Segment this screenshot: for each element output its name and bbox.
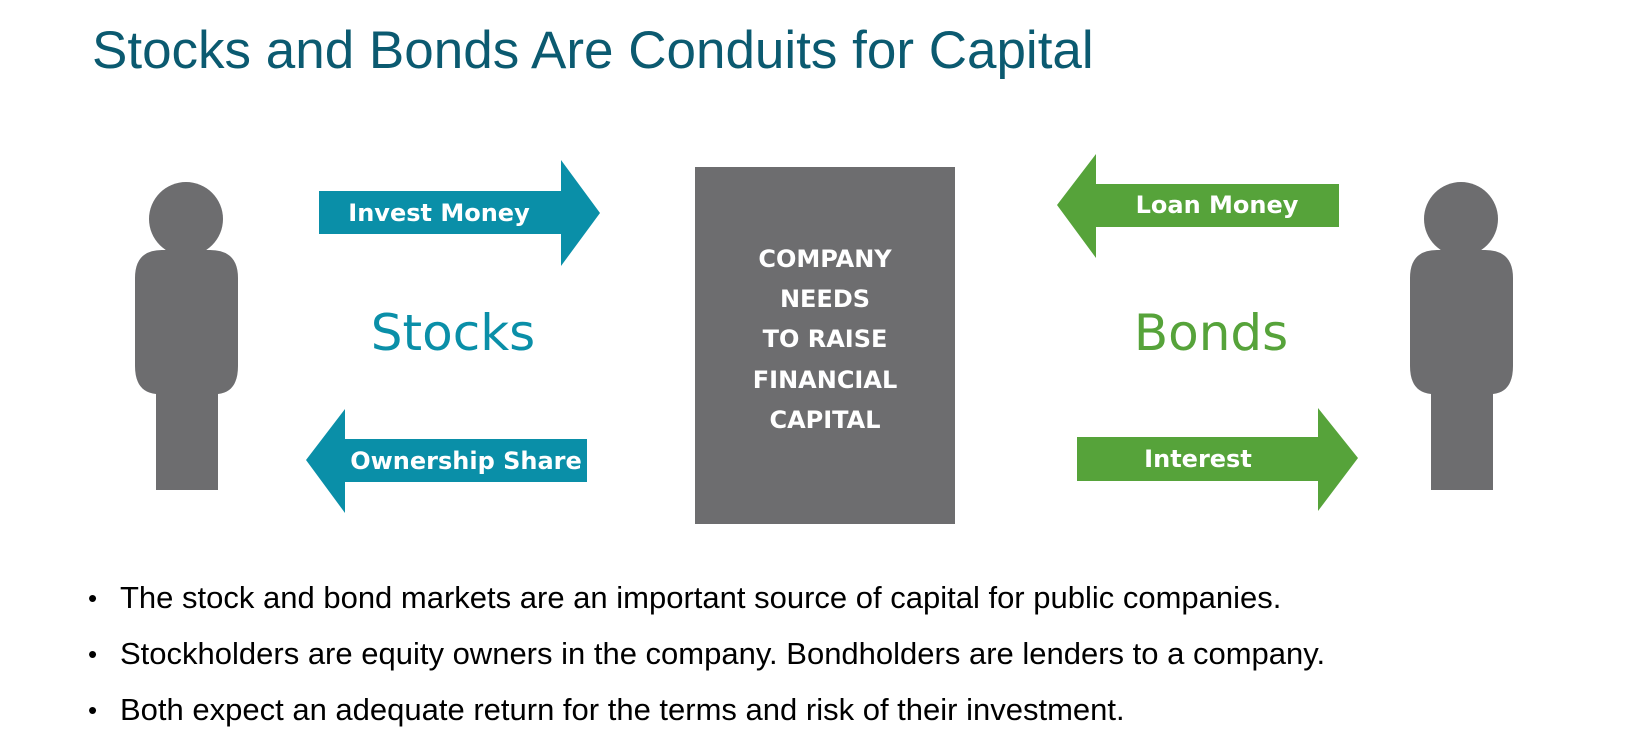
stocks-label: Stocks: [371, 304, 535, 362]
bullet-item: • Both expect an adequate return for the…: [88, 690, 1325, 746]
bullet-item: • The stock and bond markets are an impo…: [88, 578, 1325, 634]
company-box: COMPANY NEEDS TO RAISE FINANCIAL CAPITAL: [695, 167, 955, 524]
interest-label: Interest: [1144, 445, 1252, 473]
bullet-list: • The stock and bond markets are an impo…: [88, 578, 1325, 746]
company-line-1: COMPANY: [758, 245, 892, 273]
loan-money-arrow: Loan Money: [1057, 154, 1339, 258]
invest-money-arrow: Invest Money: [319, 160, 600, 266]
bullet-dot-icon: •: [88, 695, 98, 725]
interest-arrow: Interest: [1077, 408, 1358, 511]
company-line-3: TO RAISE: [763, 325, 888, 353]
company-line-5: CAPITAL: [769, 406, 880, 434]
bullet-text: Both expect an adequate return for the t…: [120, 692, 1125, 727]
left-person-icon: [135, 182, 238, 490]
loan-money-label: Loan Money: [1136, 191, 1299, 219]
stocks-bonds-diagram: Invest Money Ownership Share Stocks COMP…: [135, 154, 1513, 524]
ownership-share-arrow: Ownership Share: [306, 409, 587, 513]
bullet-item: • Stockholders are equity owners in the …: [88, 634, 1325, 690]
slide-title: Stocks and Bonds Are Conduits for Capita…: [92, 21, 1094, 80]
bullet-dot-icon: •: [88, 583, 98, 613]
company-line-2: NEEDS: [780, 285, 870, 313]
bullet-text: The stock and bond markets are an import…: [120, 580, 1282, 615]
ownership-share-label: Ownership Share: [350, 447, 582, 475]
bullet-dot-icon: •: [88, 639, 98, 669]
company-line-4: FINANCIAL: [753, 366, 897, 394]
bonds-label: Bonds: [1134, 304, 1288, 362]
invest-money-label: Invest Money: [348, 199, 530, 227]
right-person-icon: [1410, 182, 1513, 490]
bullet-text: Stockholders are equity owners in the co…: [120, 636, 1326, 671]
